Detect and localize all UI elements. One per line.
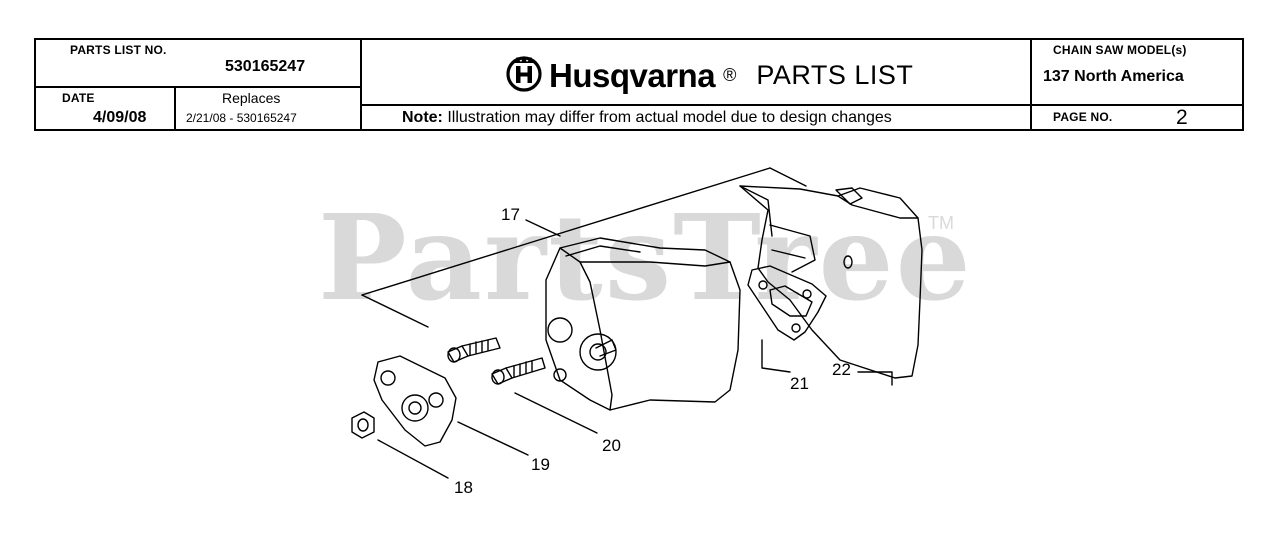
parts-list-no-label: PARTS LIST NO. (70, 43, 167, 57)
part-21-gasket (747, 265, 827, 341)
divider (360, 104, 1244, 106)
watermark: PartsTree (318, 188, 973, 327)
leader-line (457, 421, 529, 456)
note-text: Illustration may differ from actual mode… (447, 109, 892, 126)
divider (360, 38, 362, 131)
callout-17: 17 (501, 205, 520, 224)
page-label: PAGE NO. (1053, 110, 1113, 124)
divider (1030, 38, 1032, 131)
document-title: PARTS LIST (756, 60, 914, 90)
model-label: CHAIN SAW MODEL(s) (1053, 43, 1187, 57)
leader-line (525, 219, 561, 237)
date-value: 4/09/08 (93, 109, 147, 126)
callout-20: 20 (602, 436, 621, 455)
exploded-parts-diagram (351, 167, 923, 479)
leader-line (514, 392, 598, 434)
divider (174, 86, 176, 131)
part-20-bolt (447, 337, 501, 363)
replaces-label: Replaces (222, 90, 281, 106)
divider (1030, 104, 1244, 106)
part-18-nut (351, 411, 375, 439)
brand-block: Husqvarna ® PARTS LIST (505, 54, 913, 97)
date-label: DATE (62, 91, 95, 105)
husqvarna-crown-logo-icon (505, 54, 543, 97)
watermark-trademark: TM (928, 213, 954, 233)
part-22-cover (739, 185, 923, 379)
brand-name: Husqvarna (549, 56, 716, 94)
callout-21: 21 (790, 374, 809, 393)
registered-mark: ® (723, 65, 737, 85)
callout-18: 18 (454, 478, 473, 497)
parts-list-no: 530165247 (225, 58, 306, 75)
replaces-value: 2/21/08 - 530165247 (186, 111, 297, 125)
illustration-note: Note: Illustration may differ from actua… (402, 109, 892, 127)
leader-line (761, 339, 791, 373)
part-20-bolt (491, 357, 546, 385)
parts-list-header (34, 38, 1244, 131)
part-17-muffler (545, 237, 741, 411)
part-19-plate (373, 355, 457, 447)
leader-line (857, 371, 893, 386)
model-value: 137 North America (1043, 68, 1184, 85)
leader-line (377, 439, 449, 479)
callout-19: 19 (531, 455, 550, 474)
assembly-line (361, 294, 429, 328)
note-label: Note: (402, 109, 443, 126)
callout-22: 22 (832, 360, 851, 379)
divider (34, 86, 360, 88)
assembly-line (361, 167, 771, 296)
assembly-line (769, 167, 807, 187)
page-number: 2 (1176, 106, 1188, 129)
